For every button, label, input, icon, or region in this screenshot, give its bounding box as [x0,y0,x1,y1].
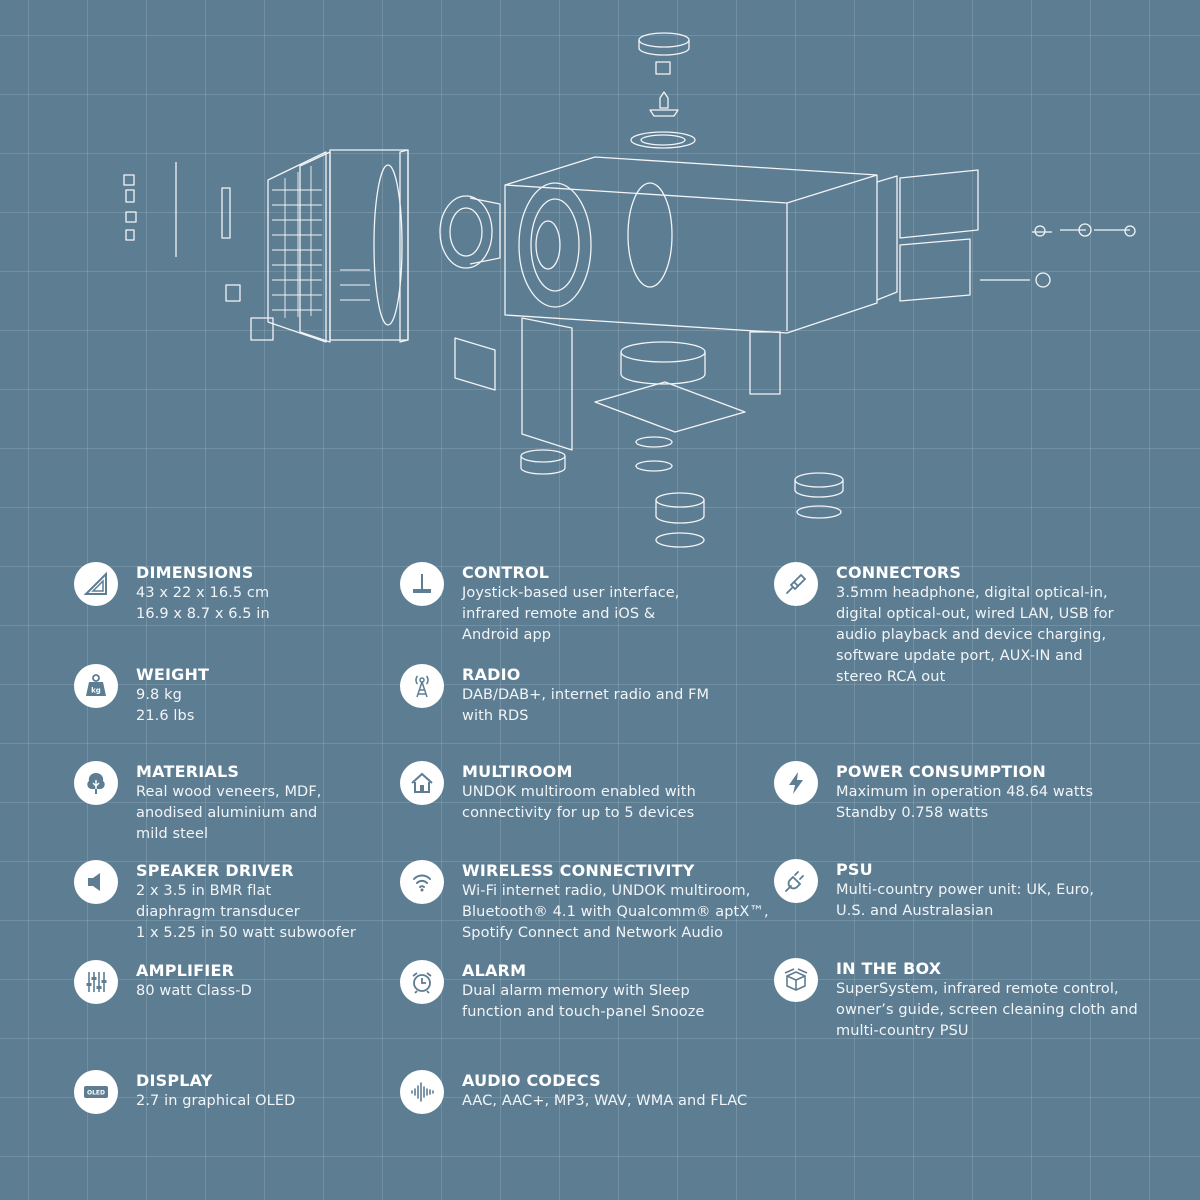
front-panel [267,149,409,343]
spec-line: function and touch-panel Snooze [462,1004,705,1020]
knob-assembly [630,32,696,149]
spec-line: software update port, AUX-IN and [836,648,1083,664]
spec-line: AAC, AAC+, MP3, WAV, WMA and FLAC [462,1093,748,1109]
spec-dimensions: DIMENSIONS 43 x 22 x 16.5 cm 16.9 x 8.7 … [74,562,270,625]
spec-line: mild steel [136,826,209,842]
main-enclosure [504,156,898,334]
speaker-icon [74,860,118,904]
tree-icon [74,761,118,805]
spec-materials: MATERIALS Real wood veneers, MDF, anodis… [74,761,321,845]
feet [520,436,844,548]
circuit-boards [454,169,979,451]
small-parts-left [123,162,274,341]
spec-connectors: CONNECTORS 3.5mm headphone, digital opti… [774,562,1114,688]
spec-line: 9.8 kg [136,687,182,703]
oled-icon: OLED [74,1070,118,1114]
spec-line: 2 x 3.5 in BMR flat [136,883,272,899]
exploded-view-diagram [123,32,1136,548]
spec-title: POWER CONSUMPTION [836,762,1046,781]
spec-line: Joystick-based user interface, [462,585,680,601]
spec-line: Standby 0.758 watts [836,805,989,821]
set-square-icon [74,562,118,606]
spec-speaker-driver: SPEAKER DRIVER 2 x 3.5 in BMR flat diaph… [74,860,356,944]
spec-line: UNDOK multiroom enabled with [462,784,696,800]
weight-icon-label: kg [91,687,101,695]
spec-title: MULTIROOM [462,762,573,781]
spec-title: RADIO [462,665,521,684]
spec-line: 80 watt Class-D [136,983,252,999]
spec-display: OLED DISPLAY 2.7 in graphical OLED [74,1070,295,1114]
spec-line: audio playback and device charging, [836,627,1107,643]
spec-title: CONTROL [462,563,550,582]
alarm-clock-icon [400,960,444,1004]
spec-line: infrared remote and iOS & [462,606,656,622]
spec-line: Dual alarm memory with Sleep [462,983,690,999]
spec-line: Real wood veneers, MDF, [136,784,322,800]
spec-title: AUDIO CODECS [462,1071,601,1090]
audio-jack-icon [774,562,818,606]
spec-line: Multi-country power unit: UK, Euro, [836,882,1095,898]
spec-control: CONTROL Joystick-based user interface, i… [400,562,680,646]
spec-line: Android app [462,627,552,643]
waveform-icon [400,1070,444,1114]
spec-line: multi-country PSU [836,1023,969,1039]
spec-title: CONNECTORS [836,563,962,582]
spec-line: diaphragm transducer [136,904,300,920]
front-panel-grid [272,166,370,318]
spec-wireless: WIRELESS CONNECTIVITY Wi-Fi internet rad… [400,860,769,944]
spec-line: anodised aluminium and [136,805,318,821]
spec-title: SPEAKER DRIVER [136,861,294,880]
house-icon [400,761,444,805]
spec-line: with RDS [462,708,529,724]
box-icon [774,958,818,1002]
spec-line: U.S. and Australasian [836,903,994,919]
spec-line: stereo RCA out [836,669,946,685]
spec-weight: kg WEIGHT 9.8 kg 21.6 lbs [74,664,209,727]
tweeter-driver [439,195,501,269]
spec-radio: RADIO DAB/DAB+, internet radio and FM wi… [400,664,709,727]
spec-line: Wi-Fi internet radio, UNDOK multiroom, [462,883,751,899]
spec-line: DAB/DAB+, internet radio and FM [462,687,710,703]
oled-icon-label: OLED [87,1090,105,1097]
radio-tower-icon [400,664,444,708]
spec-title: IN THE BOX [836,959,942,978]
spec-in-the-box: IN THE BOX SuperSystem, infrared remote … [774,958,1138,1042]
spec-multiroom: MULTIROOM UNDOK multiroom enabled with c… [400,761,696,824]
spec-title: AMPLIFIER [136,961,235,980]
spec-line: owner’s guide, screen cleaning cloth and [836,1002,1138,1018]
spec-title: ALARM [462,961,527,980]
spec-line: SuperSystem, infrared remote control, [836,981,1119,997]
spec-title: WEIGHT [136,665,210,684]
spec-line: connectivity for up to 5 devices [462,805,695,821]
spec-line: Bluetooth® 4.1 with Qualcomm® aptX™, [462,904,769,920]
spec-title: MATERIALS [136,762,240,781]
spec-title: PSU [836,860,873,879]
wifi-icon [400,860,444,904]
power-plug-icon [774,859,818,903]
subwoofer [594,331,781,433]
lightning-icon [774,761,818,805]
connector-parts [980,223,1136,288]
spec-power-consumption: POWER CONSUMPTION Maximum in operation 4… [774,761,1093,824]
joystick-icon [400,562,444,606]
spec-line: 21.6 lbs [136,708,195,724]
equalizer-icon [74,960,118,1004]
spec-psu: PSU Multi-country power unit: UK, Euro, … [774,859,1094,922]
spec-line: 2.7 in graphical OLED [136,1093,296,1109]
spec-line: 3.5mm headphone, digital optical-in, [836,585,1108,601]
spec-alarm: ALARM Dual alarm memory with Sleep funct… [400,960,704,1023]
spec-title: DISPLAY [136,1071,213,1090]
spec-amplifier: AMPLIFIER 80 watt Class-D [74,960,252,1004]
spec-title: DIMENSIONS [136,563,254,582]
spec-line: Spotify Connect and Network Audio [462,925,724,941]
spec-line: digital optical-out, wired LAN, USB for [836,606,1114,622]
spec-line: 1 x 5.25 in 50 watt subwoofer [136,925,356,941]
spec-line: 16.9 x 8.7 x 6.5 in [136,606,270,622]
spec-line: 43 x 22 x 16.5 cm [136,585,270,601]
weight-icon: kg [74,664,118,708]
spec-audio-codecs: AUDIO CODECS AAC, AAC+, MP3, WAV, WMA an… [400,1070,747,1114]
spec-title: WIRELESS CONNECTIVITY [462,861,695,880]
spec-line: Maximum in operation 48.64 watts [836,784,1094,800]
